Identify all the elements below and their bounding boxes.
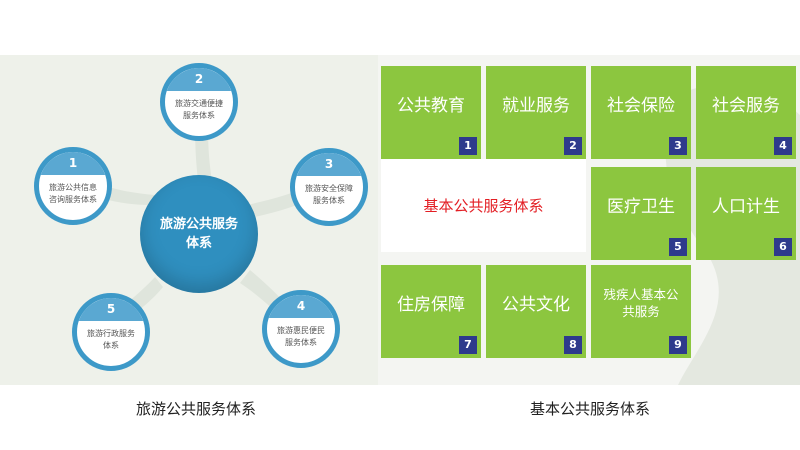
basic-service-title: 基本公共服务体系 [381, 159, 586, 252]
hub-node: 旅游公共服务体系 [140, 175, 258, 293]
basic-service-grid: 公共教育 1 就业服务 2 社会保险 3 社会服务 4 基本公共服务体系 医疗卫… [378, 55, 800, 385]
right-caption: 基本公共服务体系 [530, 400, 651, 418]
tile-4: 社会服务 4 [696, 66, 796, 159]
left-caption: 旅游公共服务体系 [136, 400, 257, 418]
node-label: 旅游行政服务体系 [87, 329, 135, 350]
tile-9: 残疾人基本公共服务 9 [591, 265, 691, 358]
node-number: 4 [267, 295, 335, 318]
tile-label: 残疾人基本公共服务 [603, 286, 679, 319]
node-4: 4 旅游惠民便民服务体系 [262, 290, 340, 368]
tile-number: 1 [459, 137, 477, 155]
node-label: 旅游公共信息咨询服务体系 [49, 183, 97, 204]
node-label: 旅游交通便捷服务体系 [175, 99, 223, 120]
tile-number: 2 [564, 137, 582, 155]
tile-5: 医疗卫生 5 [591, 167, 691, 260]
tile-number: 6 [774, 238, 792, 256]
tile-label: 医疗卫生 [607, 197, 675, 217]
tile-label: 公共文化 [502, 295, 570, 315]
tile-8: 公共文化 8 [486, 265, 586, 358]
tile-number: 9 [669, 336, 687, 354]
node-label: 旅游惠民便民服务体系 [277, 326, 325, 347]
node-number: 5 [77, 298, 145, 321]
tile-label: 公共教育 [397, 96, 465, 116]
node-number: 2 [165, 68, 233, 91]
tile-number: 5 [669, 238, 687, 256]
tile-number: 3 [669, 137, 687, 155]
node-number: 1 [39, 152, 107, 175]
tile-1: 公共教育 1 [381, 66, 481, 159]
node-label: 旅游安全保障服务体系 [305, 184, 353, 205]
node-3: 3 旅游安全保障服务体系 [290, 148, 368, 226]
tile-number: 8 [564, 336, 582, 354]
tile-number: 4 [774, 137, 792, 155]
tile-label: 社会保险 [607, 96, 675, 116]
tourism-service-diagram: 旅游公共服务体系 1 旅游公共信息咨询服务体系 2 旅游交通便捷服务体系 3 旅… [0, 55, 378, 385]
node-1: 1 旅游公共信息咨询服务体系 [34, 147, 112, 225]
tile-3: 社会保险 3 [591, 66, 691, 159]
hub-label: 旅游公共服务体系 [159, 217, 238, 251]
node-5: 5 旅游行政服务体系 [72, 293, 150, 371]
tile-number: 7 [459, 336, 477, 354]
node-number: 3 [295, 153, 363, 176]
tile-label: 社会服务 [712, 96, 780, 116]
tile-label: 就业服务 [502, 96, 570, 116]
node-2: 2 旅游交通便捷服务体系 [160, 63, 238, 141]
tile-label: 住房保障 [397, 295, 465, 315]
tile-label: 人口计生 [712, 197, 780, 217]
tile-6: 人口计生 6 [696, 167, 796, 260]
tile-2: 就业服务 2 [486, 66, 586, 159]
tile-7: 住房保障 7 [381, 265, 481, 358]
